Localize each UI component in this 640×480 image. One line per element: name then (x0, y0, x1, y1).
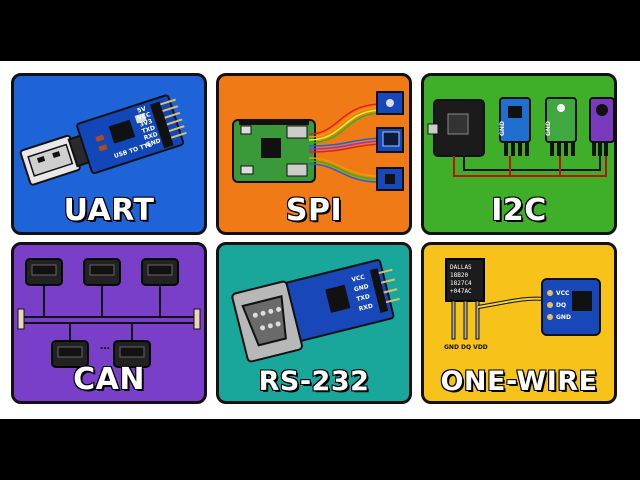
can-node-2 (83, 258, 121, 286)
ds18b20-sensor-icon: DALLAS 18B20 1827C4 +047AC GND DQ VDD VC… (444, 258, 601, 351)
chip-line-2: 18B20 (450, 272, 468, 279)
tile-label-can: CAN (72, 361, 145, 398)
rs232-pin-gnd: GND (353, 283, 369, 293)
chip-line-3: 1827C4 (450, 280, 472, 287)
tile-can: … CAN (11, 242, 207, 404)
tile-label-rs232: RS-232 (258, 365, 370, 398)
tile-i2c: GND GND I2C (421, 73, 617, 235)
can-node-5 (113, 340, 151, 368)
thumbnail-canvas: USB TO TTL 5V VCC 3V3 TXD RXD GND UART (0, 61, 640, 419)
chip-line-4: +047AC (450, 288, 472, 295)
pin-3v3: 3V3 (139, 118, 154, 129)
tile-uart: USB TO TTL 5V VCC 3V3 TXD RXD GND UART (11, 73, 207, 235)
i2c-pin-gnd-a: GND (499, 121, 506, 136)
pin-rxd: RXD (143, 131, 159, 142)
svg-text:…: … (100, 341, 110, 352)
i2c-sensor-bus-icon: GND GND (427, 97, 614, 177)
tile-label-onewire: ONE-WIRE (439, 365, 598, 398)
can-node-4 (51, 340, 89, 368)
db9-rs232-module-icon: VCC GND TXD RXD (231, 259, 400, 363)
can-node-1 (25, 258, 63, 286)
can-bus-network-icon: … (17, 258, 201, 368)
tile-onewire: DALLAS 18B20 1827C4 +047AC GND DQ VDD VC… (421, 242, 617, 404)
pin-gnd: GND (145, 137, 161, 148)
raspberry-pi-spi-icon (232, 91, 404, 191)
chip-pin-labels: GND DQ VDD (444, 344, 488, 351)
tile-label-uart: UART (63, 192, 155, 229)
usb-ttl-adapter-icon: USB TO TTL 5V VCC 3V3 TXD RXD GND (19, 94, 187, 186)
i2c-pin-gnd-b: GND (545, 121, 552, 136)
ow-pin-dq: DQ (556, 302, 566, 309)
tile-label-spi: SPI (285, 192, 343, 229)
chip-line-1: DALLAS (450, 264, 472, 271)
tile-label-i2c: I2C (490, 192, 547, 229)
rs232-pin-vcc: VCC (351, 274, 366, 284)
tile-rs232: VCC GND TXD RXD RS-232 (216, 242, 412, 404)
ow-pin-gnd: GND (556, 314, 571, 321)
tile-spi: SPI (216, 73, 412, 235)
pin-vcc: VCC (137, 111, 153, 122)
can-node-3 (141, 258, 179, 286)
rs232-pin-rxd: RXD (358, 303, 374, 313)
pin-5v: 5V (136, 105, 147, 114)
uart-pin-header (149, 98, 187, 149)
rs232-pin-txd: TXD (356, 293, 371, 303)
ow-pin-vcc: VCC (556, 290, 570, 297)
pin-txd: TXD (141, 124, 156, 135)
